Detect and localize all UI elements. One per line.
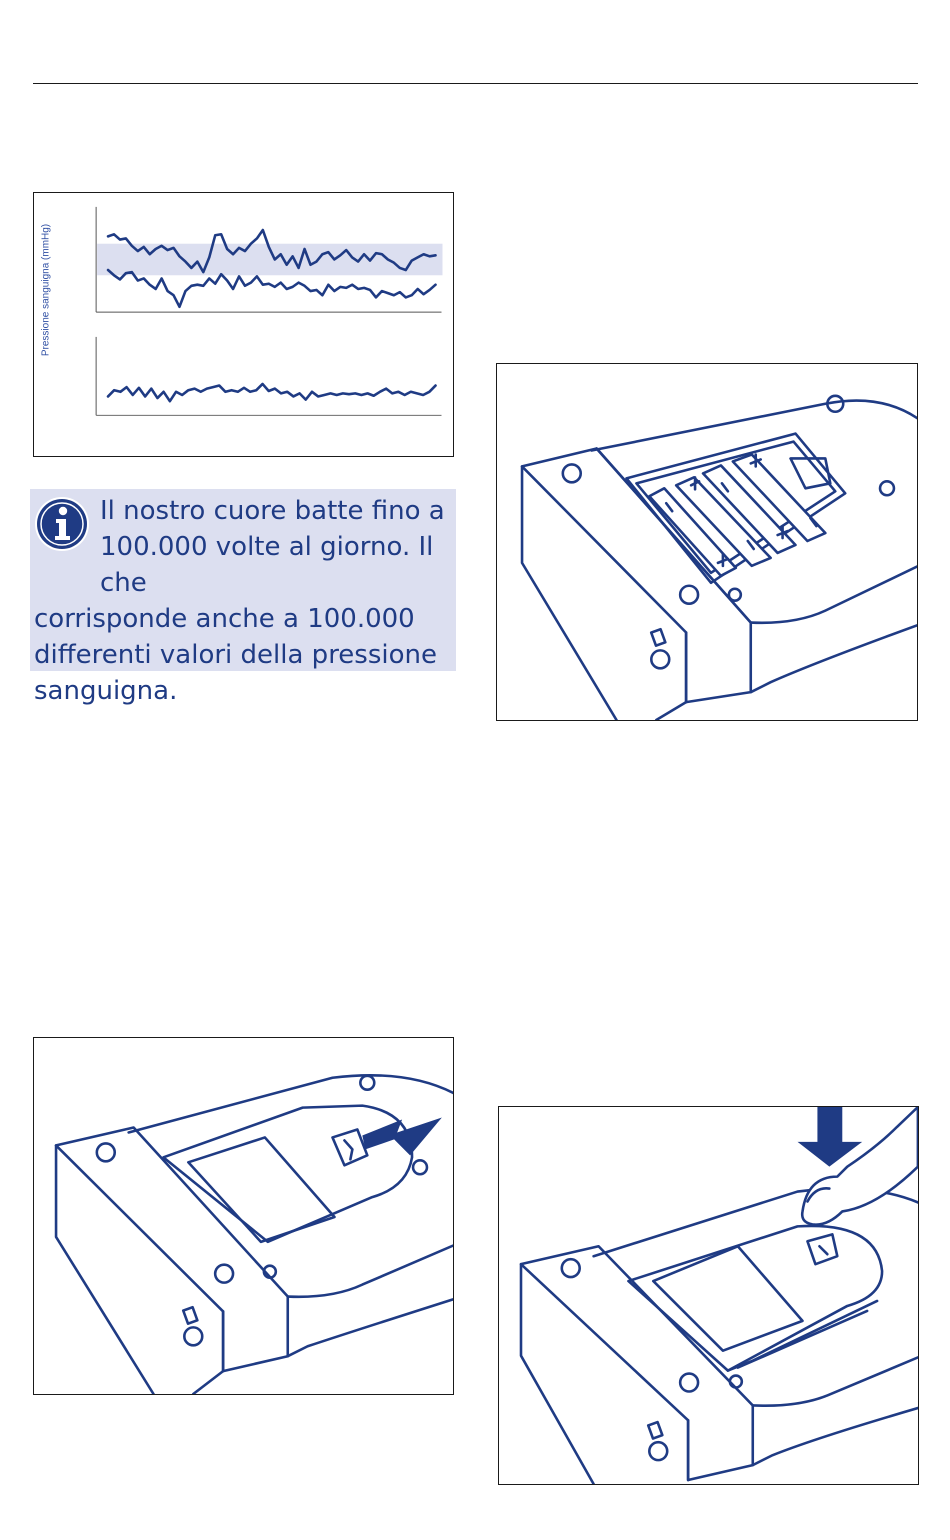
info-line-5: sanguigna. <box>34 673 456 709</box>
series-line-lower-1 <box>108 384 436 401</box>
close-battery-cover-illustration <box>498 1106 919 1485</box>
chart-canvas <box>34 193 453 456</box>
info-note: Il nostro cuore batte fino a 100.000 vol… <box>30 489 456 671</box>
info-line-4: differenti valori della pressione <box>34 637 456 673</box>
info-icon <box>34 495 90 553</box>
blood-pressure-chart <box>33 192 454 457</box>
open-battery-cover-illustration <box>33 1037 454 1395</box>
info-line-3: corrisponde anche a 100.000 <box>34 601 456 637</box>
info-line-1: Il nostro cuore batte fino a <box>34 493 456 529</box>
info-line-2: 100.000 volte al giorno. Il che <box>34 529 456 601</box>
y-axis-label-text: Pressione sanguigna (mmHg) <box>41 224 52 356</box>
battery-compartment-illustration <box>496 363 918 721</box>
header-rule <box>33 83 918 84</box>
series-line-upper-2 <box>108 270 436 307</box>
